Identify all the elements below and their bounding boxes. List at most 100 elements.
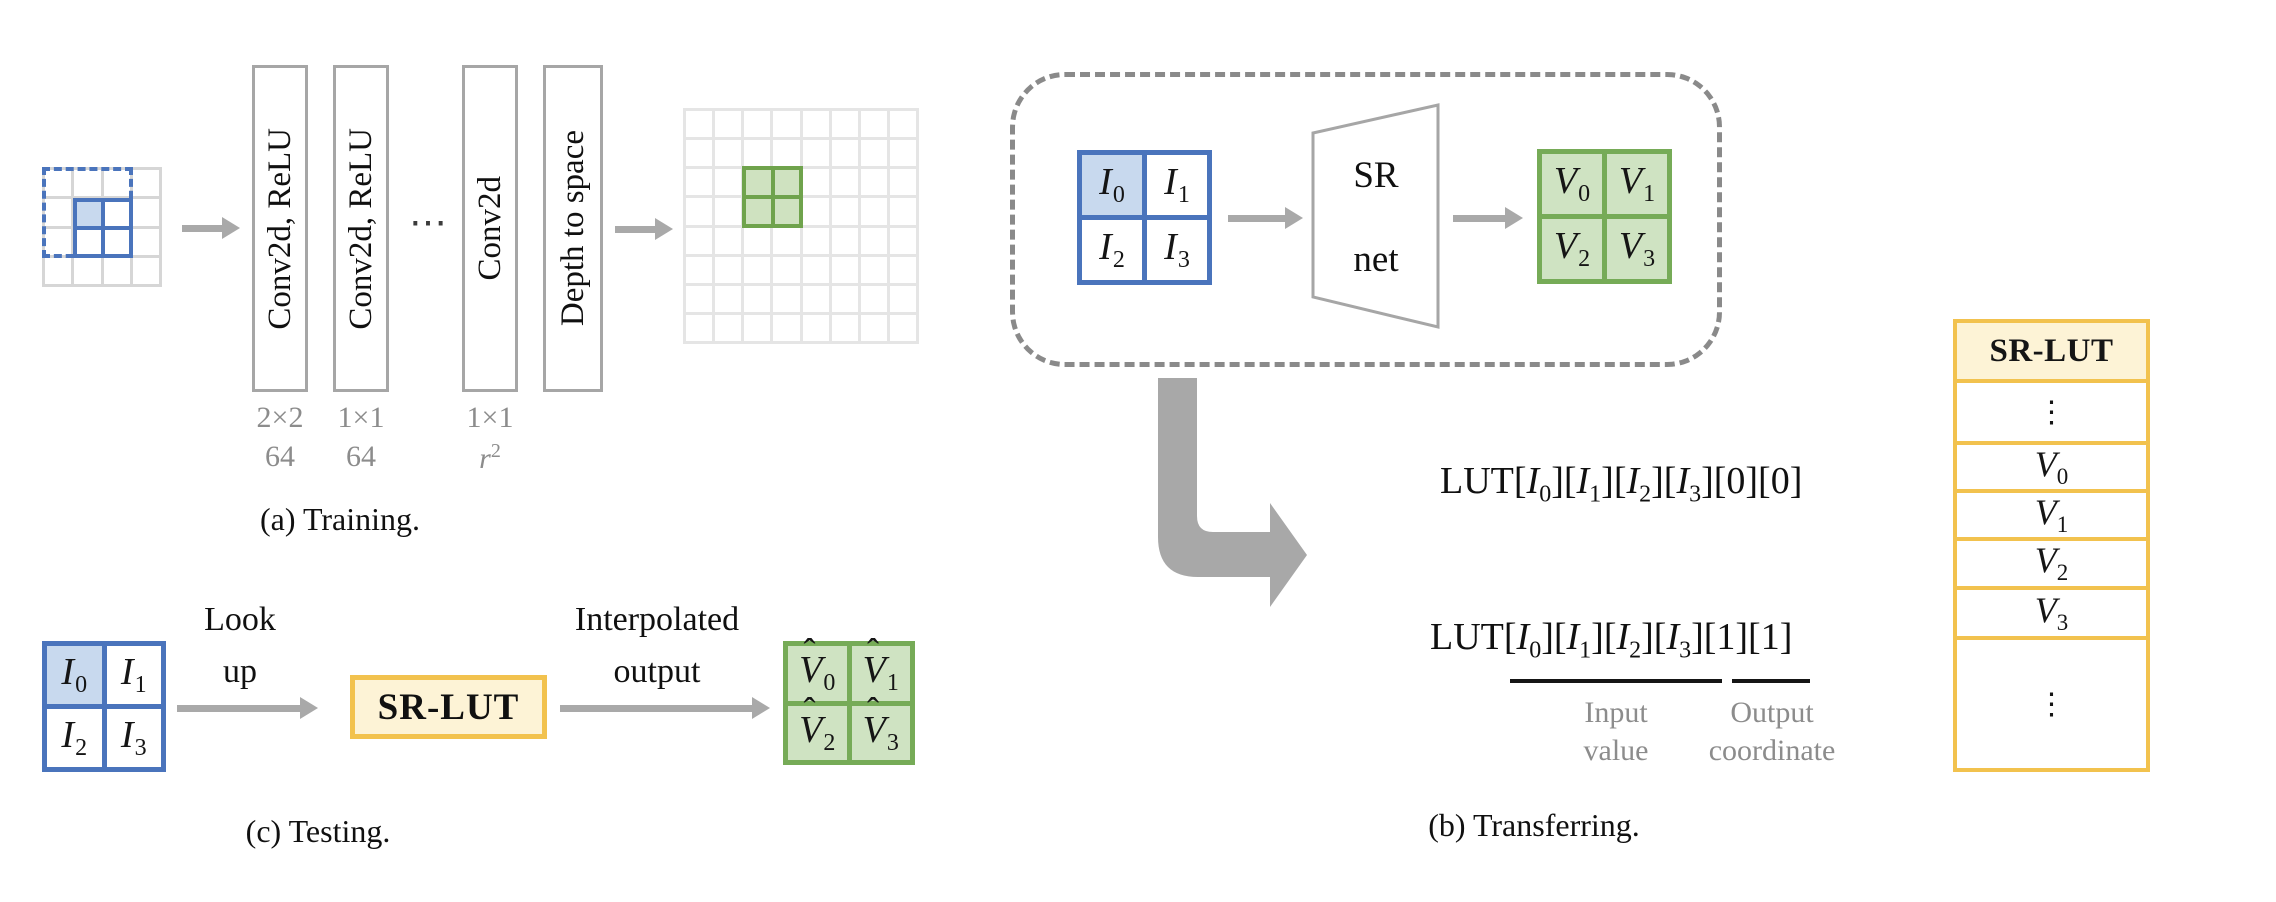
grid-cell: [831, 256, 858, 283]
grid-cell: [831, 111, 858, 138]
table-row-V0: V0: [1957, 441, 2146, 489]
arrow-lookup: [177, 697, 318, 719]
r-symbol: r: [479, 442, 491, 475]
pixel-label: I3: [1164, 225, 1190, 274]
table-row-V2: V2: [1957, 537, 2146, 586]
grid-cell: [831, 169, 858, 196]
table-cell-value: V2: [2034, 540, 2069, 586]
patch-cell: [105, 202, 129, 226]
grid-cell: [773, 227, 800, 254]
grid-cell: [686, 314, 713, 341]
vertical-ellipsis: ⋮: [2036, 395, 2067, 429]
grid-cell: [45, 228, 72, 255]
pixel-label: I2: [61, 713, 88, 762]
lut-expression-2: LUT[I0][I1][I2][I3][1][1]: [1430, 616, 1793, 664]
grid-cell: [831, 140, 858, 167]
hat-accent: ˆ: [803, 690, 816, 731]
kernel-size-label: 2×2: [256, 401, 304, 434]
arrow-shaft: [177, 704, 300, 712]
grid-cell: [860, 314, 887, 341]
ellipsis-between-layers: ⋯: [409, 202, 447, 244]
sr-net-line1: SR: [1353, 154, 1399, 196]
arrow-to-sr-net: [1228, 207, 1303, 229]
pixel-label: V1: [1618, 159, 1656, 208]
pixel-cell-V1: V1: [1607, 154, 1667, 214]
arrow-to-output-pixels: [1453, 207, 1523, 229]
interpolated-line2: output: [613, 653, 701, 690]
grid-cell: [74, 170, 101, 197]
look-up-line2: up: [223, 653, 257, 690]
conv-layer-box-1: Conv2d, ReLU: [252, 65, 308, 392]
grid-cell: [744, 140, 771, 167]
pixel-label: I3: [120, 713, 147, 762]
table-row-V1: V1: [1957, 489, 2146, 537]
grid-cell: [132, 257, 159, 284]
grid-cell: [802, 314, 829, 341]
lut-expression-1: LUT[I0][I1][I2][I3][0][0]: [1440, 460, 1803, 508]
grid-cell: [686, 227, 713, 254]
grid-cell: [831, 285, 858, 312]
pixel-cell-I3: I3: [106, 709, 161, 767]
channels-label: 64: [265, 440, 295, 473]
grid-cell: [715, 140, 742, 167]
grid-cell: [802, 198, 829, 225]
pixel-label: V2: [1553, 224, 1591, 273]
r-exponent: 2: [490, 440, 501, 462]
grid-cell: [744, 227, 771, 254]
grid-cell: [773, 285, 800, 312]
grid-cell: [744, 285, 771, 312]
channels-label: 64: [346, 440, 376, 473]
grid-cell: [860, 111, 887, 138]
grid-cell: [889, 198, 916, 225]
arrow-interpolated-output: [560, 697, 770, 719]
sr-net-trapezoid: [1311, 103, 1440, 329]
patch-cell: [77, 230, 101, 254]
grid-cell: [860, 227, 887, 254]
pixel-cell-I1: I1: [1147, 155, 1207, 215]
channels-label: r2: [479, 440, 501, 476]
arrow-head: [1505, 207, 1523, 229]
grid-cell: [889, 111, 916, 138]
arrow-head: [655, 218, 673, 240]
grid-cell: [773, 111, 800, 138]
caption-transferring: (b) Transferring.: [1428, 807, 1640, 843]
table-row-V3: V3: [1957, 586, 2146, 636]
patch-cell: [774, 199, 799, 224]
arrow-input-to-network: [182, 217, 240, 239]
table-row-ellipsis: ⋮: [1957, 636, 2146, 768]
pixel-cell-I1: I1: [106, 646, 161, 704]
grid-cell: [103, 257, 130, 284]
grid-cell: [744, 314, 771, 341]
arrow-head: [300, 697, 318, 719]
arrow-shaft: [182, 224, 222, 232]
grid-cell: [889, 285, 916, 312]
pixel-cell-I2: I2: [47, 709, 102, 767]
pixel-label: I1: [1164, 160, 1190, 209]
table-row-ellipsis: ⋮: [1957, 379, 2146, 441]
grid-cell: [686, 198, 713, 225]
conv-layer-label: Depth to space: [554, 130, 591, 327]
conv-layer-box-2: Conv2d, ReLU: [333, 65, 389, 392]
look-up-label: Look up: [204, 594, 276, 698]
grid-cell: [715, 285, 742, 312]
patch-cell: [105, 230, 129, 254]
grid-cell: [686, 140, 713, 167]
grid-cell: [132, 228, 159, 255]
grid-cell: [45, 199, 72, 226]
elbow-transfer-arrow: [1158, 378, 1307, 607]
pixel-cell-I0: I0: [47, 646, 102, 704]
grid-cell: [773, 314, 800, 341]
depth-to-space-box: Depth to space: [543, 65, 603, 392]
grid-cell: [773, 256, 800, 283]
conv-layer-label: Conv2d: [471, 176, 508, 281]
output-coordinate-line1: Output: [1730, 696, 1814, 729]
patch-cell: [77, 202, 101, 226]
pixel-label: I2: [1099, 225, 1125, 274]
grid-cell: [715, 227, 742, 254]
